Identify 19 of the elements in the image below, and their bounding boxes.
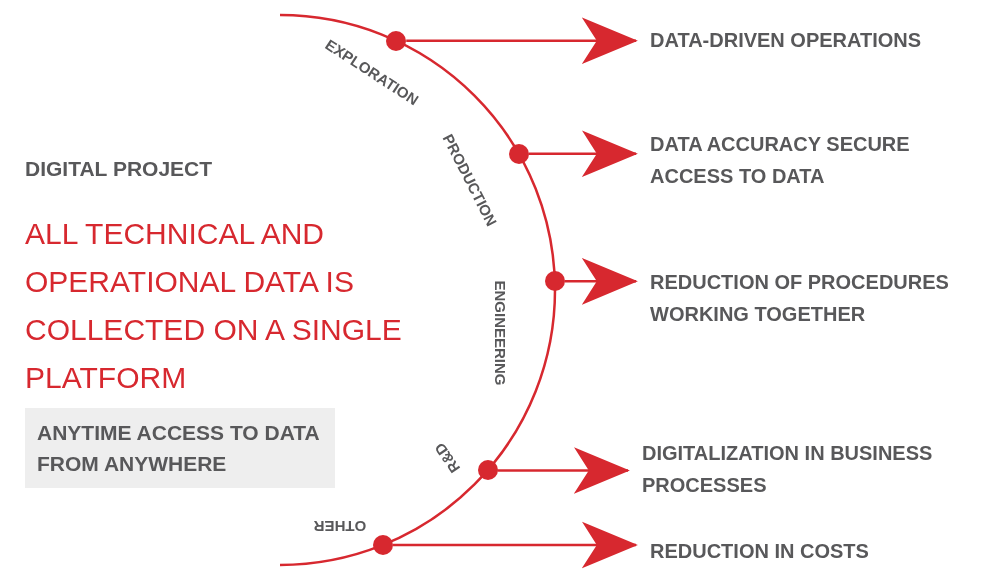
- benefit-text: DIGITALIZATION IN BUSINESS PROCESSES: [642, 441, 934, 498]
- arc-label: OTHER: [313, 517, 367, 535]
- circle-marker: [544, 271, 565, 292]
- circle-marker: [508, 143, 529, 164]
- arrow: [497, 447, 630, 494]
- arrow: [564, 258, 638, 305]
- benefit-text: REDUCTION OF PROCEDURES WORKING TOGETHER: [650, 270, 950, 327]
- arc-label: ENGINEERING: [491, 280, 509, 386]
- arrow: [393, 521, 638, 569]
- benefit-text: DATA-DRIVEN OPERATIONS: [650, 28, 923, 53]
- benefit-text: REDUCTION IN COSTS: [650, 539, 870, 564]
- circle-marker: [373, 534, 393, 555]
- arrow: [528, 130, 638, 178]
- headline-text: ALL TECHNICAL AND OPERATIONAL DATA IS COLLECTED ON A SINGLE PLATFORM: [25, 216, 403, 396]
- title: DIGITAL PROJECT: [25, 157, 213, 181]
- note-text: ANYTIME ACCESS TO DATA FROM ANYWHERE: [37, 420, 320, 477]
- benefit-text: DATA ACCURACY SECURE ACCESS TO DATA: [650, 132, 911, 189]
- arrow: [406, 17, 638, 65]
- circle-marker: [477, 460, 498, 481]
